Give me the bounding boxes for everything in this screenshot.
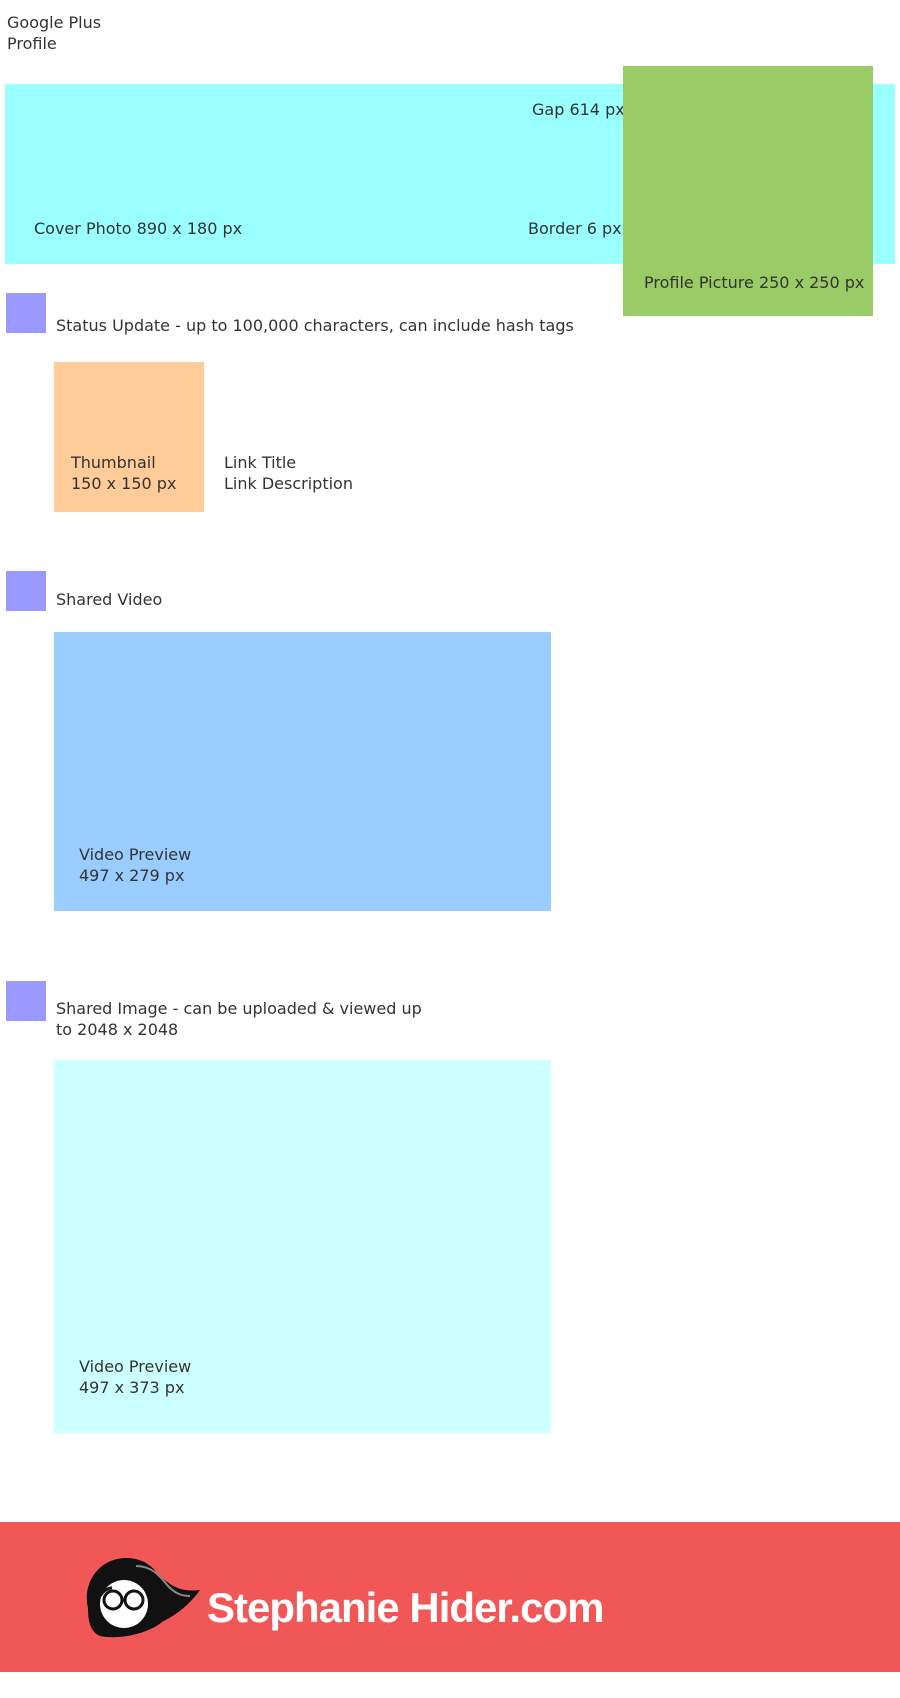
thumbnail-label-line-2: 150 x 150 px: [71, 474, 177, 493]
video-preview-area: [54, 632, 551, 911]
image-preview-label-line-2: 497 x 373 px: [79, 1378, 185, 1397]
video-preview-label-line-2: 497 x 279 px: [79, 866, 185, 885]
face-with-glasses-icon: [78, 1552, 208, 1642]
profile-picture-label: Profile Picture 250 x 250 px: [644, 273, 865, 292]
shared-image-label: Shared Image - can be uploaded & viewed …: [56, 998, 422, 1040]
shared-image-area: [54, 1060, 551, 1433]
shared-image-avatar: [6, 981, 46, 1021]
profile-picture-area: [623, 66, 873, 316]
image-preview-label-line-1: Video Preview: [79, 1357, 192, 1376]
page-title-line-1: Google Plus: [7, 13, 102, 32]
shared-image-label-line-2: to 2048 x 2048: [56, 1020, 179, 1039]
image-preview-label: Video Preview 497 x 373 px: [79, 1356, 191, 1398]
shared-video-label: Shared Video: [56, 590, 163, 609]
shared-image-label-line-1: Shared Image - can be uploaded & viewed …: [56, 999, 422, 1018]
gap-label: Gap 614 px: [532, 100, 625, 119]
link-thumbnail: [54, 362, 204, 512]
link-text-block: Link Title Link Description: [224, 452, 353, 494]
video-preview-label: Video Preview 497 x 279 px: [79, 844, 191, 886]
thumbnail-label-line-1: Thumbnail: [71, 453, 156, 472]
thumbnail-label: Thumbnail 150 x 150 px: [71, 452, 176, 494]
link-title: Link Title: [224, 453, 297, 472]
page-title-line-2: Profile: [7, 34, 57, 53]
video-preview-label-line-1: Video Preview: [79, 845, 192, 864]
page-title: Google Plus Profile: [7, 12, 101, 54]
cover-photo-label: Cover Photo 890 x 180 px: [34, 219, 243, 238]
status-update-label: Status Update - up to 100,000 characters…: [56, 316, 574, 335]
border-label: Border 6 px: [528, 219, 622, 238]
shared-video-avatar: [6, 571, 46, 611]
status-avatar: [6, 293, 46, 333]
link-description: Link Description: [224, 474, 353, 493]
brand-name: Stephanie Hider.com: [207, 1584, 604, 1631]
